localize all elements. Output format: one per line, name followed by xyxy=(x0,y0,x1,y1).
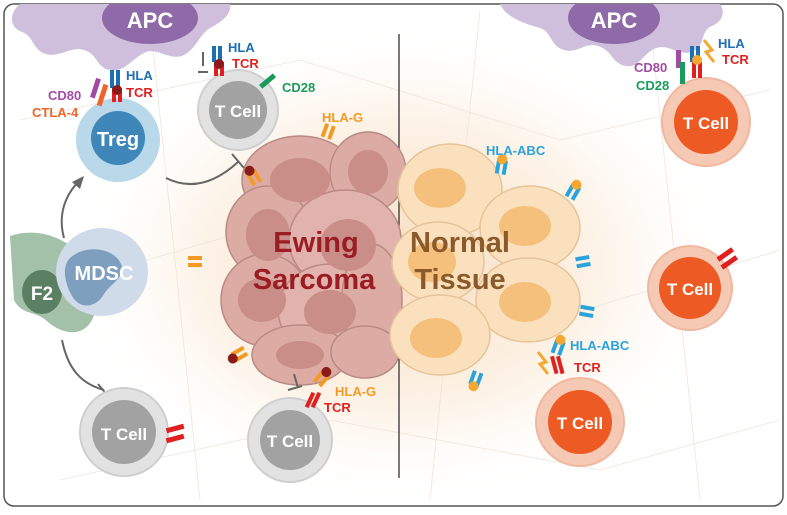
treg-cell: Treg xyxy=(76,98,160,182)
tcell-top-left-tcr-label: TCR xyxy=(232,56,259,71)
apc-left-label: APC xyxy=(127,8,174,33)
normal-label-line2: Tissue xyxy=(414,264,505,296)
tcell-right-bottom-tcr-label: TCR xyxy=(574,360,601,375)
normal-label-line1: Normal xyxy=(410,227,510,259)
f2-label: F2 xyxy=(31,284,53,305)
treg-ctla4-label: CTLA-4 xyxy=(32,105,79,120)
tcell-bottom-middle-tcr-label: TCR xyxy=(324,400,351,415)
tcell-right-middle-label: T Cell xyxy=(667,280,713,299)
treg-label: Treg xyxy=(97,129,139,151)
hla-abc-label-top: HLA-ABC xyxy=(486,143,546,158)
tcell-bottom-middle: T Cell xyxy=(247,373,333,483)
mdsc-label: MDSC xyxy=(75,263,134,285)
ewing-label-line2: Sarcoma xyxy=(253,264,376,296)
treg-cd80-label: CD80 xyxy=(48,88,81,103)
apc-right: APC xyxy=(500,4,723,67)
tcell-right-bottom-label: T Cell xyxy=(557,414,603,433)
ewing-sarcoma-tumor xyxy=(220,131,407,386)
tcell-bottom-left-label: T Cell xyxy=(101,425,147,444)
tcell-right-top-hla-label: HLA xyxy=(718,36,745,51)
tcell-top-left-hla-label: HLA xyxy=(228,40,255,55)
tcell-right-top-cd80-label: CD80 xyxy=(634,60,667,75)
tcell-top-left: T Cell xyxy=(197,46,279,151)
hla-g-receptors xyxy=(188,123,336,388)
apc-left: APC xyxy=(11,4,231,71)
tcell-top-left-cd28-label: CD28 xyxy=(282,80,315,95)
arrows xyxy=(60,153,245,397)
inhibit-mdsc-to-tcell xyxy=(61,339,105,391)
tcell-bottom-middle-label: T Cell xyxy=(267,432,313,451)
inhibit-treg-to-tcell xyxy=(165,161,239,185)
treg-hla-label: HLA xyxy=(126,68,153,83)
treg-tcr-label: TCR xyxy=(126,85,153,100)
tcell-top-left-label: T Cell xyxy=(215,102,261,121)
tcell-right-top-tcr-label: TCR xyxy=(722,52,749,67)
ewing-label-line1: Ewing xyxy=(273,227,358,259)
tcell-bottom-left: T Cell xyxy=(79,387,185,477)
tcell-right-top-label: T Cell xyxy=(683,114,729,133)
treg-apc-receptors xyxy=(90,70,122,107)
hla-abc-label-bottom: HLA-ABC xyxy=(570,338,630,353)
tcell-right-top-cd28-label: CD28 xyxy=(636,78,669,93)
hla-abc-receptors xyxy=(468,154,595,392)
hla-g-label-bottom: HLA-G xyxy=(335,384,376,399)
apc-right-label: APC xyxy=(591,8,638,33)
normal-tissue xyxy=(389,143,581,376)
mdsc-cell: MDSC xyxy=(56,228,148,316)
tcell-right-top: T Cell xyxy=(661,39,751,167)
tcell-right-middle: T Cell xyxy=(647,245,739,331)
hla-g-label-top: HLA-G xyxy=(322,110,363,125)
tcell-right-bottom: T Cell xyxy=(535,351,625,467)
